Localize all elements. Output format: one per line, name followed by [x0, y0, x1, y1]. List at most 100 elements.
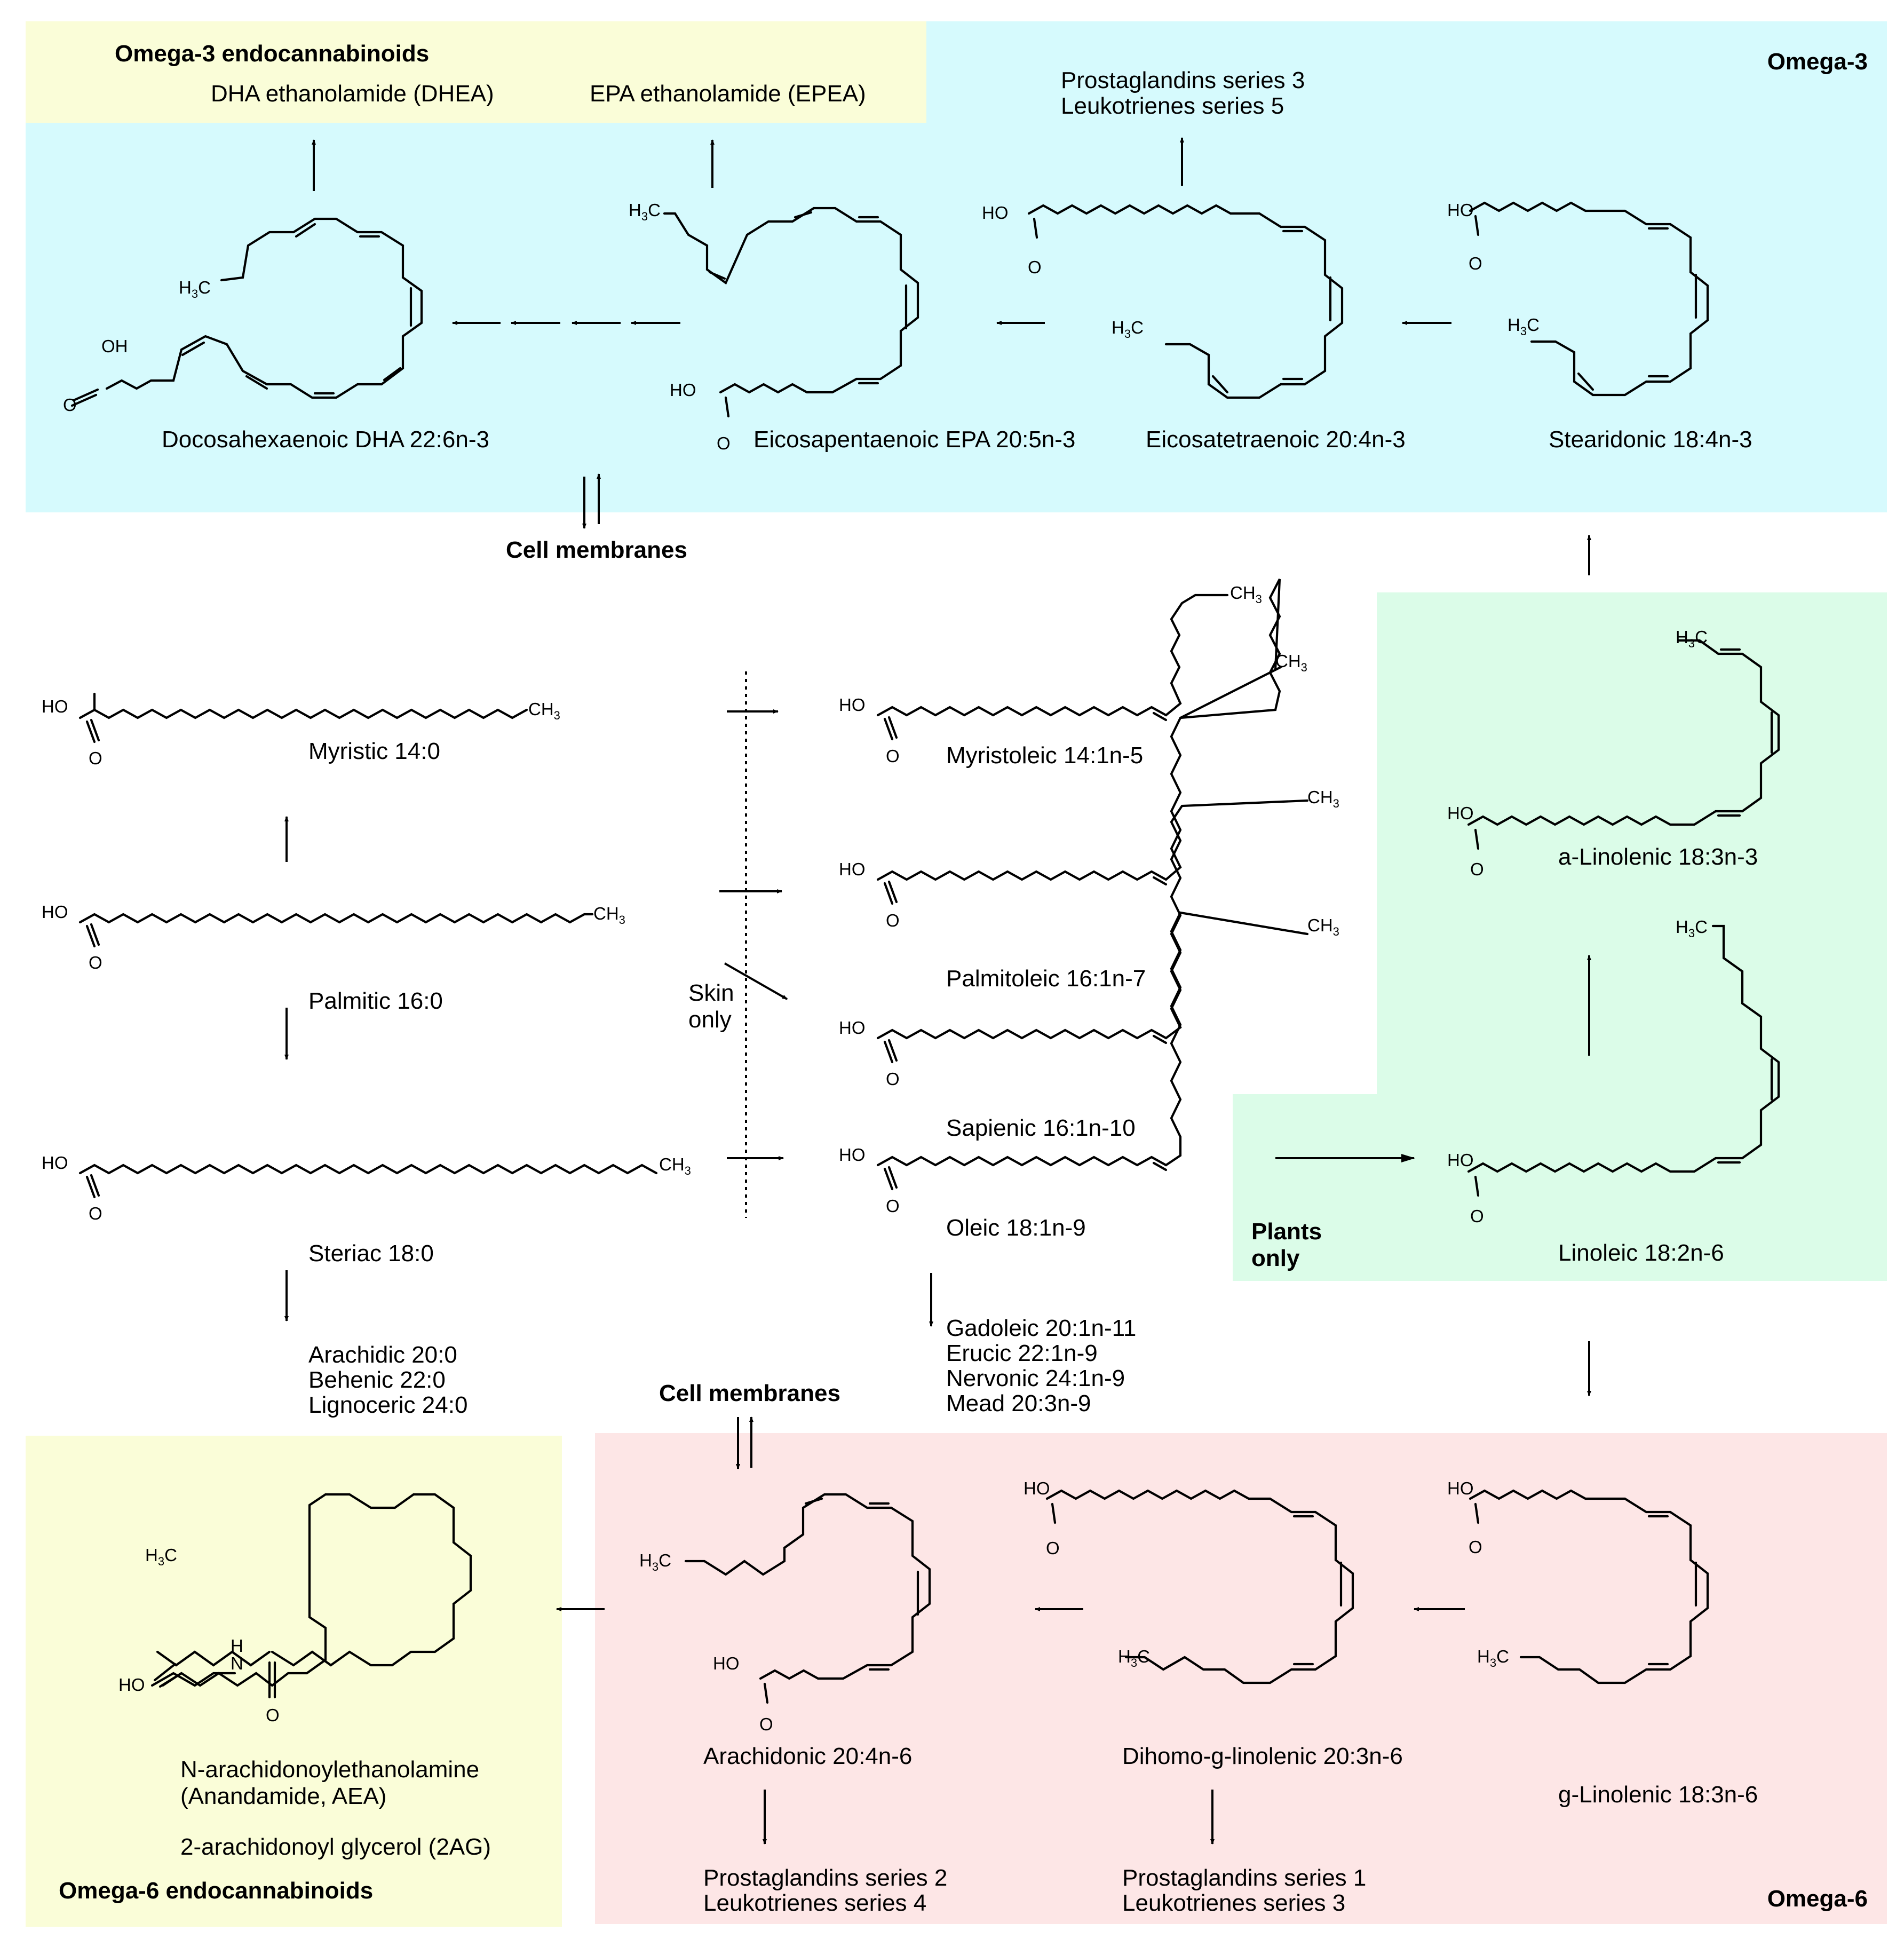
eicosatetraenoic-structure: HO O H3C: [982, 203, 1344, 399]
linoleic-h3c: H3C: [1676, 917, 1708, 940]
dihomo-label: Dihomo-g-linolenic 20:3n-6: [1122, 1743, 1403, 1769]
palmitic-structure: HO O CH3: [42, 902, 625, 972]
epa-ho: HO: [670, 380, 696, 400]
myristoleic-ch3: CH3: [1230, 583, 1262, 606]
arachidonic-ho: HO: [713, 1653, 740, 1673]
oleic-o: O: [886, 1196, 900, 1216]
palmitoleic-ho: HO: [839, 859, 866, 879]
alinolenic-h3c: H3C: [1676, 627, 1708, 650]
omega6-products-2-line2: Leukotrienes series 4: [703, 1890, 926, 1916]
glinolenic-ho: HO: [1447, 1478, 1474, 1498]
saturated-products-line2: Behenic 22:0: [308, 1367, 446, 1393]
epa-label: Eicosapentaenoic EPA 20:5n-3: [753, 426, 1075, 453]
skin-only-label-line2: only: [688, 1007, 732, 1033]
palmitic-ho: HO: [42, 902, 68, 922]
two-ag-label: 2-arachidonoyl glycerol (2AG): [180, 1834, 491, 1860]
oleic-ho: HO: [839, 1145, 866, 1165]
aea-structure: HO H N O H3C: [118, 1493, 472, 1725]
oleic-ch3: CH3: [1307, 915, 1339, 938]
omega3-endocannabinoids-region: [26, 21, 926, 123]
palmitic-label: Palmitic 16:0: [308, 988, 443, 1014]
glinolenic-o: O: [1469, 1537, 1482, 1557]
alinolenic-label: a-Linolenic 18:3n-3: [1558, 844, 1758, 870]
palmitoleic-label: Palmitoleic 16:1n-7: [946, 965, 1146, 992]
stearidonic-structure: HO O H3C: [1447, 200, 1709, 397]
stearidonic-label: Stearidonic 18:4n-3: [1549, 426, 1752, 453]
omega6-endocannabinoids-title: Omega-6 endocannabinoids: [59, 1878, 373, 1904]
stearidonic-h3c: H3C: [1508, 315, 1540, 338]
arachidonic-h3c: H3C: [639, 1550, 671, 1573]
dihomo-ho: HO: [1024, 1478, 1050, 1498]
monounsat-products-line4: Mead 20:3n-9: [946, 1390, 1091, 1416]
dihomo-h3c: H3C: [1118, 1647, 1150, 1669]
omega3-endocannabinoids-title: Omega-3 endocannabinoids: [115, 41, 429, 67]
linoleic-ho: HO: [1447, 1150, 1474, 1170]
omega6-products-1-line2: Leukotrienes series 3: [1122, 1890, 1345, 1916]
arachidonic-o: O: [759, 1714, 773, 1734]
omega3-products-line2: Leukotrienes series 5: [1061, 93, 1284, 119]
dhea-label: DHA ethanolamide (DHEA): [211, 81, 494, 107]
palmitoleic-structure: HO O CH3: [839, 579, 1307, 930]
dha-h3c: H3C: [179, 278, 211, 300]
aea-o: O: [266, 1705, 280, 1725]
dihomo-o: O: [1046, 1538, 1060, 1558]
arachidonic-structure: HO O H3C: [639, 1493, 931, 1734]
sapienic-ho: HO: [839, 1018, 866, 1038]
steriac-structure: HO O CH3: [42, 1153, 691, 1223]
steriac-ho: HO: [42, 1153, 68, 1173]
oleic-label: Oleic 18:1n-9: [946, 1215, 1086, 1241]
cell-membranes-top-label: Cell membranes: [506, 537, 687, 563]
eicosatetraenoic-label: Eicosatetraenoic 20:4n-3: [1146, 426, 1406, 453]
plants-only-label-line2: only: [1251, 1245, 1300, 1271]
aea-n: N: [231, 1653, 243, 1673]
alinolenic-ho: HO: [1447, 803, 1474, 823]
epa-o: O: [717, 433, 731, 453]
saturated-products-line3: Lignoceric 24:0: [308, 1392, 467, 1418]
aea-label-line1: N-arachidonoylethanolamine: [180, 1756, 479, 1783]
sapienic-label: Sapienic 16:1n-10: [946, 1115, 1136, 1141]
plants-only-label-line1: Plants: [1251, 1218, 1322, 1245]
aea-label-line2: (Anandamide, AEA): [180, 1783, 386, 1809]
steriac-label: Steriac 18:0: [308, 1240, 434, 1267]
oleic-structure: HO O CH3: [839, 911, 1339, 1216]
dha-o: O: [63, 395, 77, 415]
myristoleic-label: Myristoleic 14:1n-5: [946, 742, 1143, 769]
myristic-ch3: CH3: [528, 699, 560, 722]
linoleic-label: Linoleic 18:2n-6: [1558, 1240, 1724, 1266]
alinolenic-structure: HO O H3C: [1447, 627, 1780, 879]
aea-h: H: [231, 1636, 243, 1656]
arachidonic-label: Arachidonic 20:4n-6: [703, 1743, 912, 1769]
palmitic-o: O: [89, 953, 102, 972]
dha-label: Docosahexaenoic DHA 22:6n-3: [162, 426, 489, 453]
myristoleic-structure: HO O CH3: [839, 583, 1262, 766]
skin-only-label-line1: Skin: [688, 980, 734, 1006]
alinolenic-o: O: [1470, 859, 1484, 879]
omega3-products-line1: Prostaglandins series 3: [1061, 67, 1305, 93]
dihomo-structure: HO O H3C: [1024, 1478, 1354, 1684]
pathway-arrows: [284, 137, 1591, 1845]
stearidonic-ho: HO: [1447, 200, 1474, 220]
palmitoleic-ch3: CH3: [1275, 651, 1307, 674]
omega6-region: [595, 1433, 1887, 1924]
omega6-endocannabinoids-region: [26, 1436, 562, 1927]
stearidonic-o: O: [1469, 254, 1482, 273]
plants-only-region: [1233, 592, 1887, 1281]
eicosatetraenoic-o: O: [1028, 257, 1042, 277]
myristic-label: Myristic 14:0: [308, 738, 440, 764]
glinolenic-structure: HO O H3C: [1447, 1478, 1709, 1684]
aea-ho: HO: [118, 1675, 145, 1695]
sapienic-o: O: [886, 1069, 900, 1089]
sapienic-structure: HO O CH3: [839, 787, 1339, 1089]
dha-oh: OH: [101, 336, 128, 356]
omega6-products-1-line1: Prostaglandins series 1: [1122, 1865, 1366, 1891]
monounsat-products-line3: Nervonic 24:1n-9: [946, 1365, 1125, 1391]
omega3-title: Omega-3: [1767, 49, 1868, 75]
cell-membranes-bottom-label: Cell membranes: [659, 1380, 840, 1406]
palmitoleic-o: O: [886, 911, 900, 930]
omega6-products-2-line1: Prostaglandins series 2: [703, 1865, 947, 1891]
eicosatetraenoic-h3c: H3C: [1112, 318, 1144, 341]
steriac-o: O: [89, 1204, 102, 1223]
glinolenic-label: g-Linolenic 18:3n-6: [1558, 1782, 1758, 1808]
epa-structure: HO O H3C: [629, 200, 919, 453]
